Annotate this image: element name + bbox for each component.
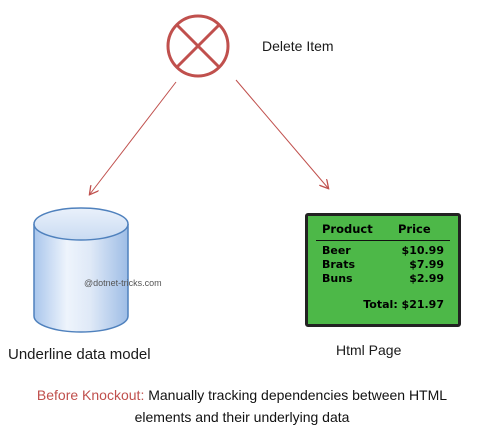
price-cell: $7.99	[409, 258, 444, 271]
html-page-label: Html Page	[336, 342, 402, 358]
caption-line-2: elements and their underlying data	[134, 409, 350, 425]
delete-x-circle-icon	[166, 14, 230, 78]
arrow-to-html-page	[235, 79, 328, 188]
column-header-price: Price	[398, 222, 431, 236]
product-cell: Beer	[322, 244, 351, 257]
caption-separator: :	[140, 387, 145, 403]
total-cell: Total: $21.97	[363, 298, 444, 311]
data-model-label: Underline data model	[8, 346, 151, 363]
arrow-to-data-model	[90, 81, 177, 194]
watermark-text: @dotnet-tricks.com	[84, 278, 162, 288]
caption-text-1: Manually tracking dependencies between H…	[144, 387, 448, 403]
caption-highlight: Before Knockout	[36, 387, 141, 403]
product-cell: Buns	[322, 272, 353, 285]
html-page-table: Product Price Beer $10.99 Brats $7.99 Bu…	[305, 213, 461, 327]
delete-item-label: Delete Item	[262, 38, 334, 54]
price-cell: $10.99	[401, 244, 444, 257]
header-divider	[316, 240, 450, 241]
caption: Before Knockout: Manually tracking depen…	[0, 384, 484, 428]
database-cylinder-icon	[33, 207, 129, 333]
column-header-product: Product	[322, 222, 373, 236]
product-cell: Brats	[322, 258, 356, 271]
caption-line-1: Before Knockout: Manually tracking depen…	[0, 384, 484, 406]
price-cell: $2.99	[409, 272, 444, 285]
